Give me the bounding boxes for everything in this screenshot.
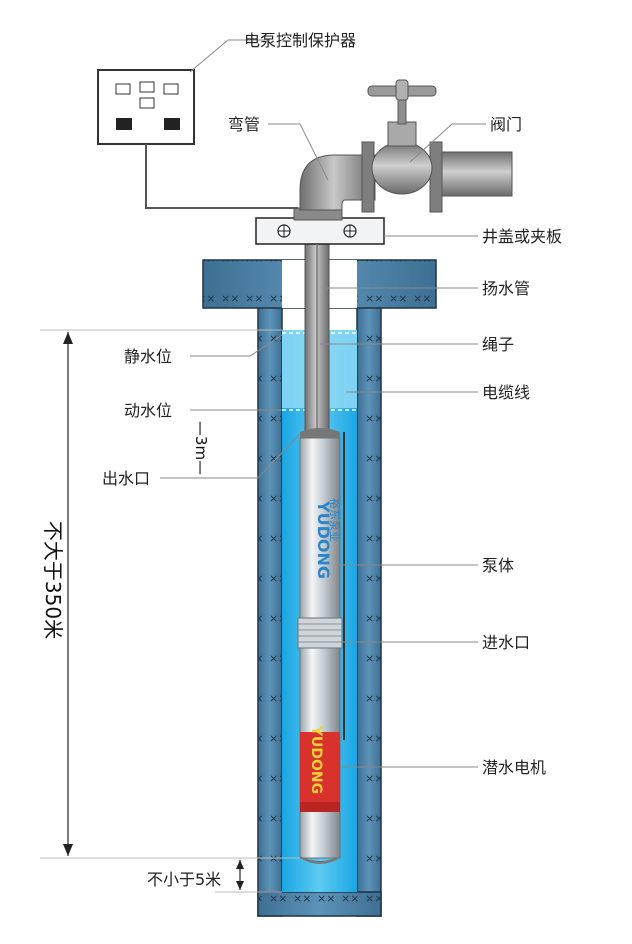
well-bottom [257,891,382,917]
controller-cable [145,144,298,209]
motor: YUDONG [299,647,341,864]
well-wall-left [257,299,283,917]
label-elbow: 弯管 [228,115,260,134]
bolt-icon [277,224,291,238]
pump-brand-cn-text: 裕东泵业 [328,498,341,542]
label-well-cover: 井盖或夹板 [482,227,562,246]
label-motor: 潜水电机 [482,758,546,777]
inlet-screen [297,617,343,649]
label-valve: 阀门 [490,115,522,134]
leader-elbow [268,123,329,181]
max-depth-label: 不大于350米 [41,521,65,639]
label-inlet: 进水口 [482,633,530,652]
leader-valve [409,123,486,163]
valve-handwheel-icon [367,79,437,101]
controller-box [97,69,195,145]
label-dynamic-level: 动水位 [124,401,172,420]
label-controller: 电泵控制保护器 [244,31,356,50]
label-static-level: 静水位 [124,347,172,366]
bottom-gap-label: 不小于5米 [147,870,221,889]
leader-static [190,334,283,357]
valve [361,79,443,213]
label-riser-pipe: 扬水管 [482,279,530,298]
bolt-icon [343,224,357,238]
label-cable: 电缆线 [482,383,530,402]
motor-brand-text: YUDONG [308,725,324,794]
bottom-gap-dimension [236,860,244,890]
outlet-pipe [441,151,513,197]
label-outlet: 出水口 [102,469,150,488]
label-rope: 绳子 [482,335,514,354]
well-wall-right [356,299,382,917]
elbow-pipe [293,154,376,221]
submersion-label: —3m— [192,421,210,475]
leader-outlet [160,433,301,479]
pump-body: YUDONG 裕东泵业 [299,428,341,619]
label-pump-body: 泵体 [482,556,514,575]
leader-controller [189,39,270,73]
well-cover-plate [255,217,385,245]
max-depth-dimension [63,332,73,856]
pump-brand-text: YUDONG [314,500,333,579]
